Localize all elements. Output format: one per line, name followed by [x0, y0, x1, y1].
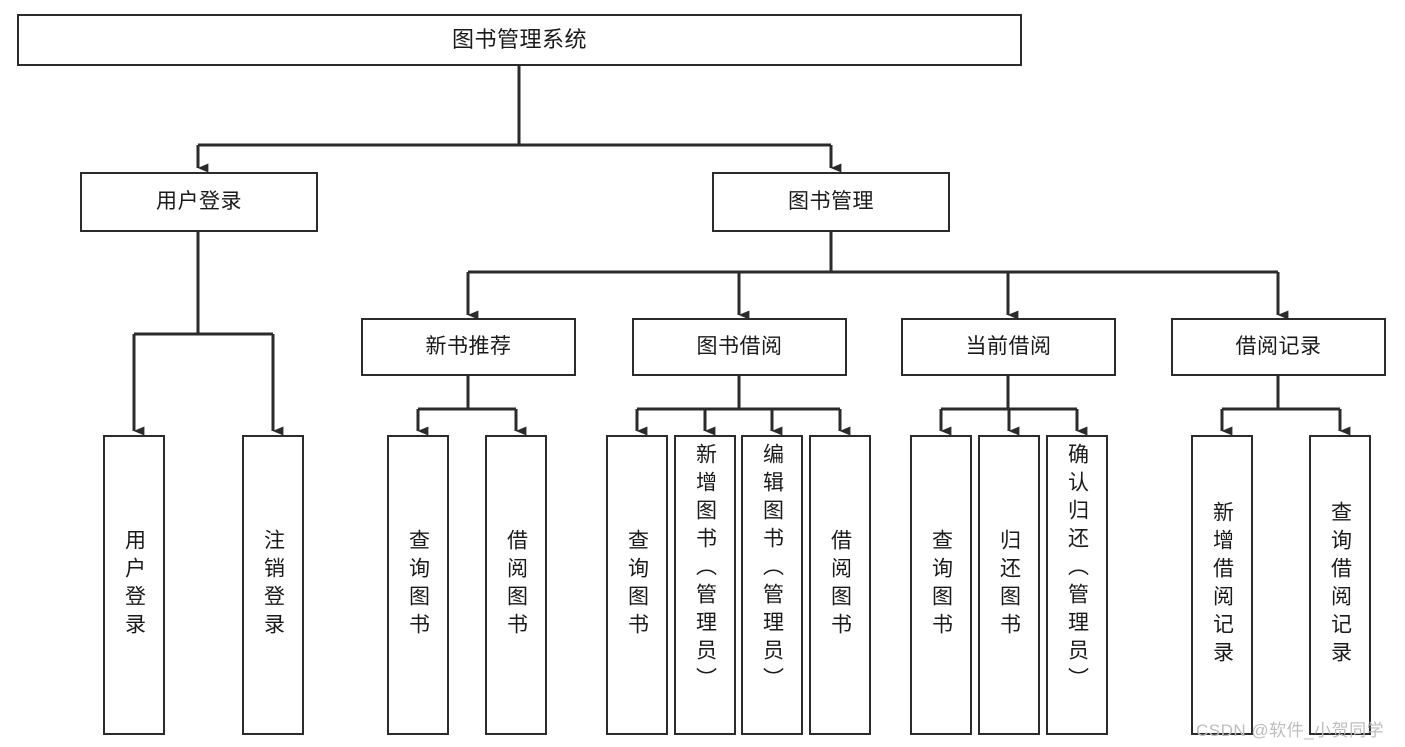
node-label: 当前借阅 [965, 335, 1052, 359]
node-leaf-query-book-current[interactable]: 查询图书 [910, 435, 972, 735]
node-borrow-record[interactable]: 借阅记录 [1171, 318, 1386, 376]
node-user-login[interactable]: 用户登录 [80, 172, 318, 232]
node-label: 新增图书（管理员） [693, 443, 717, 695]
node-label: 用户登录 [156, 190, 242, 214]
node-leaf-user-logout[interactable]: 注销登录 [242, 435, 304, 735]
node-leaf-borrow-book[interactable]: 借阅图书 [809, 435, 871, 735]
watermark-text: CSDN @软件_小贺同学 [1196, 721, 1385, 740]
node-label: 归还图书 [997, 529, 1021, 641]
node-root-book-management-system[interactable]: 图书管理系统 [17, 14, 1022, 66]
node-leaf-query-book-new[interactable]: 查询图书 [387, 435, 449, 735]
node-leaf-add-borrow-record[interactable]: 新增借阅记录 [1191, 435, 1253, 735]
node-label: 查询图书 [929, 529, 953, 641]
node-label: 查询图书 [625, 529, 649, 641]
node-leaf-user-login[interactable]: 用户登录 [103, 435, 165, 735]
node-leaf-return-book[interactable]: 归还图书 [978, 435, 1040, 735]
node-label: 查询借阅记录 [1328, 501, 1352, 669]
node-label: 图书管理 [788, 190, 874, 214]
node-label: 借阅图书 [504, 529, 528, 641]
node-book-management[interactable]: 图书管理 [712, 172, 950, 232]
node-label: 确认归还（管理员） [1065, 443, 1089, 695]
node-label: 编辑图书（管理员） [760, 443, 784, 695]
node-label: 图书管理系统 [451, 26, 587, 52]
node-current-borrow[interactable]: 当前借阅 [901, 318, 1116, 376]
node-label: 注销登录 [261, 529, 285, 641]
node-new-book-recommendation[interactable]: 新书推荐 [361, 318, 576, 376]
node-label: 查询图书 [406, 529, 430, 641]
node-label: 图书借阅 [696, 335, 783, 359]
node-label: 新书推荐 [425, 335, 512, 359]
node-label: 借阅记录 [1235, 335, 1322, 359]
node-label: 借阅图书 [828, 529, 852, 641]
node-label: 新增借阅记录 [1210, 501, 1234, 669]
node-leaf-add-book-admin[interactable]: 新增图书（管理员） [674, 435, 736, 735]
node-label: 用户登录 [122, 529, 146, 641]
node-book-borrow[interactable]: 图书借阅 [632, 318, 847, 376]
node-leaf-borrow-book-new[interactable]: 借阅图书 [485, 435, 547, 735]
node-leaf-confirm-return-admin[interactable]: 确认归还（管理员） [1046, 435, 1108, 735]
node-leaf-query-book-borrow[interactable]: 查询图书 [606, 435, 668, 735]
node-leaf-query-borrow-record[interactable]: 查询借阅记录 [1309, 435, 1371, 735]
node-leaf-edit-book-admin[interactable]: 编辑图书（管理员） [741, 435, 803, 735]
